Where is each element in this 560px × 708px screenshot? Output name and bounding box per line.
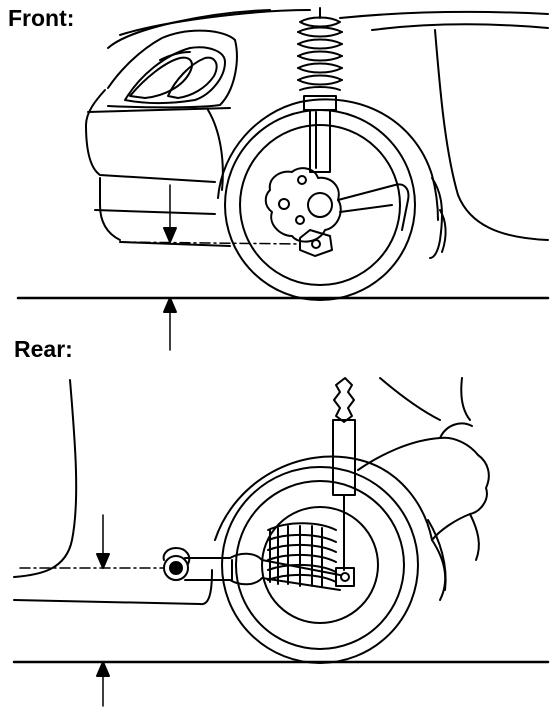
front-headlight bbox=[124, 46, 226, 104]
front-wheel-arch bbox=[217, 98, 439, 221]
front-body-outline bbox=[85, 9, 549, 247]
front-reference-line bbox=[119, 241, 301, 245]
front-label: Front: bbox=[8, 5, 75, 31]
rear-trailing-arm bbox=[162, 547, 341, 591]
rear-wheel bbox=[221, 466, 419, 664]
rear-label: Rear: bbox=[14, 336, 73, 362]
rear-shock bbox=[332, 377, 356, 587]
rear-dimension-arrows bbox=[96, 514, 110, 707]
rear-body-outline bbox=[13, 377, 490, 606]
front-strut bbox=[297, 7, 343, 173]
front-dimension-arrows bbox=[163, 184, 177, 351]
front-view bbox=[16, 7, 550, 351]
front-knuckle bbox=[264, 167, 410, 257]
rear-spring bbox=[267, 522, 337, 587]
rear-view bbox=[12, 377, 550, 707]
